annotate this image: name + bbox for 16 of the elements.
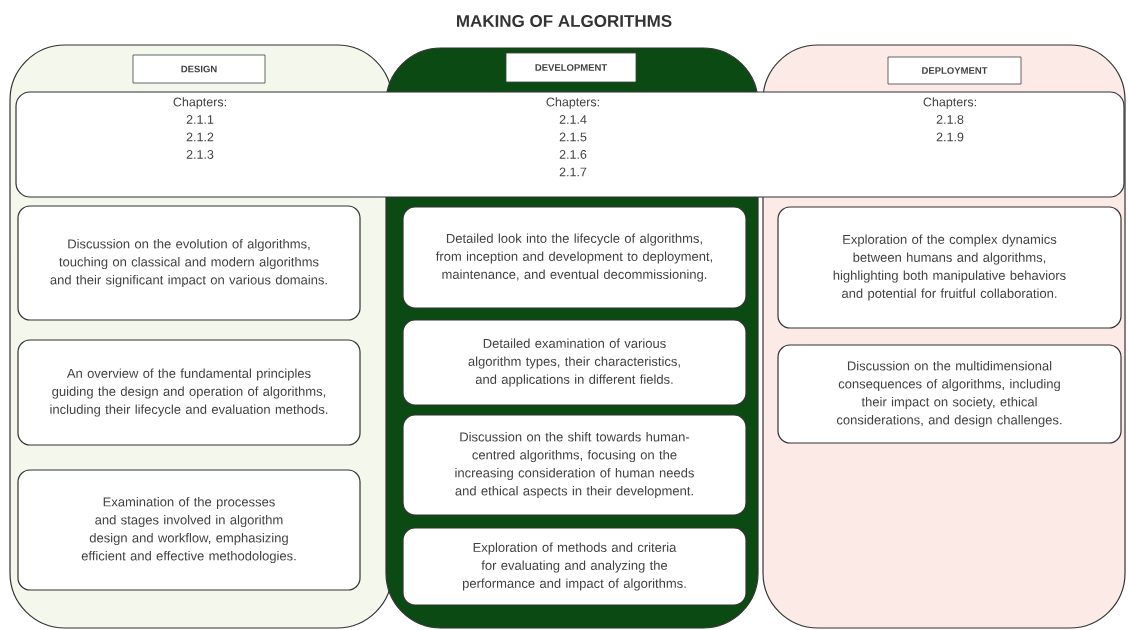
title: MAKING OF ALGORITHMS	[457, 15, 672, 28]
description-box: Detailed look into the lifecycle of algorithms, from inception and development to deployment, maintenance, and eventual decommissioning.	[402, 206, 747, 309]
description-box: Discussion on the evolution of algorithms, touching on classical and modern algorithms and their significant impact on various domains.	[17, 205, 361, 321]
chapter-list: Chapters: 2.1.1 2.1.2 2.1.3	[173, 97, 226, 159]
chapter-list: Chapters: 2.1.4 2.1.5 2.1.6 2.1.7	[546, 97, 599, 177]
description-box: Discussion on the multidimensional consequences of algorithms, including their impact on society, ethical considerations, and design challenges.	[777, 344, 1122, 444]
header-box: DEPLOYMENT	[887, 56, 1022, 85]
description-box: Discussion on the shift towards human-centred algorithms, focusing on the increasing consideration of human needs and ethical aspects in their development.	[402, 414, 747, 516]
header-box: DESIGN	[132, 54, 266, 84]
description-box: Exploration of the complex dynamics between humans and algorithms, highlighting both manipulative behaviors and potential for fruitful collaboration.	[777, 206, 1122, 329]
description-box: An overview of the fundamental principles guiding the design and operation of algorithms, including their lifecycle and evaluation methods.	[17, 339, 361, 446]
header-box: DEVELOPMENT	[505, 52, 637, 83]
chapter-list: Chapters: 2.1.8 2.1.9	[923, 97, 976, 142]
description-box: Detailed examination of various algorithm types, their characteristics, and applications in different fields.	[402, 319, 747, 406]
description-box: Exploration of methods and criteria for evaluating and analyzing the performance and impact of algorithms.	[402, 527, 747, 606]
description-box: Examination of the processes and stages involved in algorithm design and workflow, emphasizing efficient and effective methodologies.	[17, 469, 361, 591]
